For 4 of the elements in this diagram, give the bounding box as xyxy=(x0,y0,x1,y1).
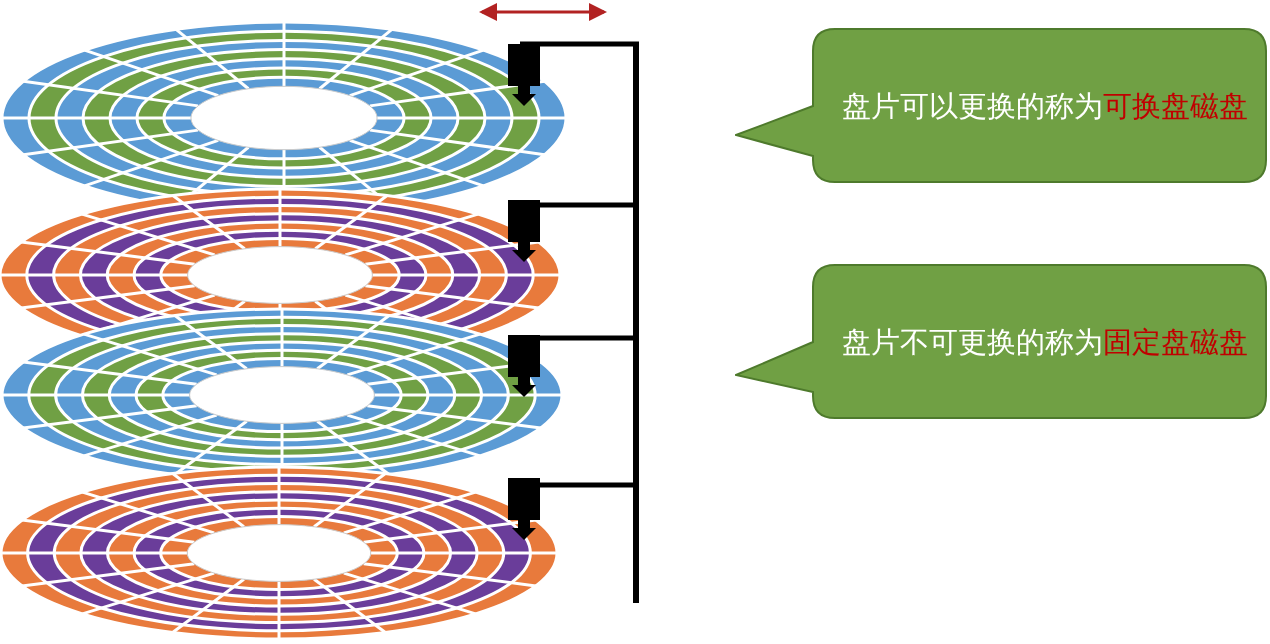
speech-bubble xyxy=(735,264,1268,420)
callout-text: 盘片不可更换的称为固定盘磁盘 xyxy=(840,324,1249,361)
speech-bubble xyxy=(735,28,1268,184)
callout-text: 盘片可以更换的称为可换盘磁盘 xyxy=(840,88,1249,125)
